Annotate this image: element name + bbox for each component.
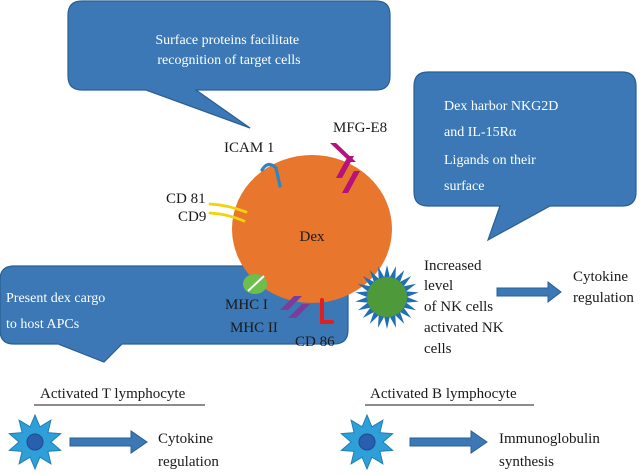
outcome-line: Cytokine [158, 431, 213, 447]
outcome-line: regulation [573, 290, 634, 306]
callout-dex-ligands: Dex harbor NKG2D and IL-15Rα Ligands on … [413, 71, 637, 242]
mhc1-label: MHC I [225, 297, 268, 313]
right-arrow-icon [409, 430, 488, 454]
callout-shape [413, 71, 637, 242]
b-cell-title: Activated B lymphocyte [370, 386, 517, 402]
t-lymphocyte-icon [8, 413, 62, 471]
outcome-line: Immunoglobulin [499, 431, 600, 447]
t-cell-nucleus [26, 433, 44, 451]
cd9-label: CD9 [178, 209, 206, 225]
callout-text: Surface proteins facilitate recognition … [155, 33, 302, 68]
callout-shape [67, 0, 391, 129]
callout-line: Dex harbor NKG2D [444, 99, 558, 114]
b-cell-nucleus [358, 433, 376, 451]
callout-line: recognition of target cells [157, 53, 300, 68]
mhc1-marker [243, 274, 267, 294]
mfge8-label: MFG-E8 [333, 120, 387, 136]
t-cell-title: Activated T lymphocyte [40, 386, 186, 402]
nk-cell-body [367, 277, 407, 317]
outcome-line: regulation [158, 454, 219, 470]
callout-line: Surface proteins facilitate [155, 33, 299, 48]
cd81-label: CD 81 [166, 191, 206, 207]
callout-surface-proteins: Surface proteins facilitate recognition … [67, 0, 391, 129]
nk-text: Increased level of NK cells activated NK… [424, 258, 507, 357]
mhc2-label: MHC II [230, 320, 278, 336]
nk-text-line: level [424, 278, 453, 294]
callout-line: surface [444, 179, 484, 194]
right-arrow-icon [69, 430, 148, 454]
t-cell-outcome: Cytokine regulation [158, 431, 219, 470]
cd86-marker [320, 298, 334, 324]
icam1-marker [260, 162, 282, 188]
mhc2-marker [280, 296, 310, 318]
cd81-cd9-marker [208, 202, 248, 223]
callout-line: Ligands on their [444, 153, 536, 168]
callout-line: and IL-15Rα [444, 125, 517, 140]
nk-text-line: activated NK [424, 320, 504, 336]
callout-line: Present dex cargo [6, 291, 105, 306]
b-lymphocyte-icon [340, 413, 394, 471]
right-arrow-icon [496, 280, 562, 304]
nk-text-line: of NK cells [424, 299, 493, 315]
mfge8-marker [330, 143, 360, 193]
nk-outcome: Cytokine regulation [573, 269, 634, 306]
nk-text-line: Increased [424, 258, 482, 274]
b-cell-outcome: Immunoglobulin synthesis [499, 431, 604, 470]
dex-label: Dex [300, 229, 325, 245]
outcome-line: synthesis [499, 454, 554, 470]
callout-text: Present dex cargo to host APCs [6, 291, 109, 332]
nk-cell-icon [355, 265, 419, 329]
cd86-label: CD 86 [295, 334, 335, 350]
dex-exosome [232, 155, 392, 303]
callout-text: Dex harbor NKG2D and IL-15Rα Ligands on … [444, 99, 562, 194]
outcome-line: Cytokine [573, 269, 628, 285]
icam1-label: ICAM 1 [224, 140, 274, 156]
nk-text-line: cells [424, 341, 452, 357]
callout-line: to host APCs [6, 317, 79, 332]
